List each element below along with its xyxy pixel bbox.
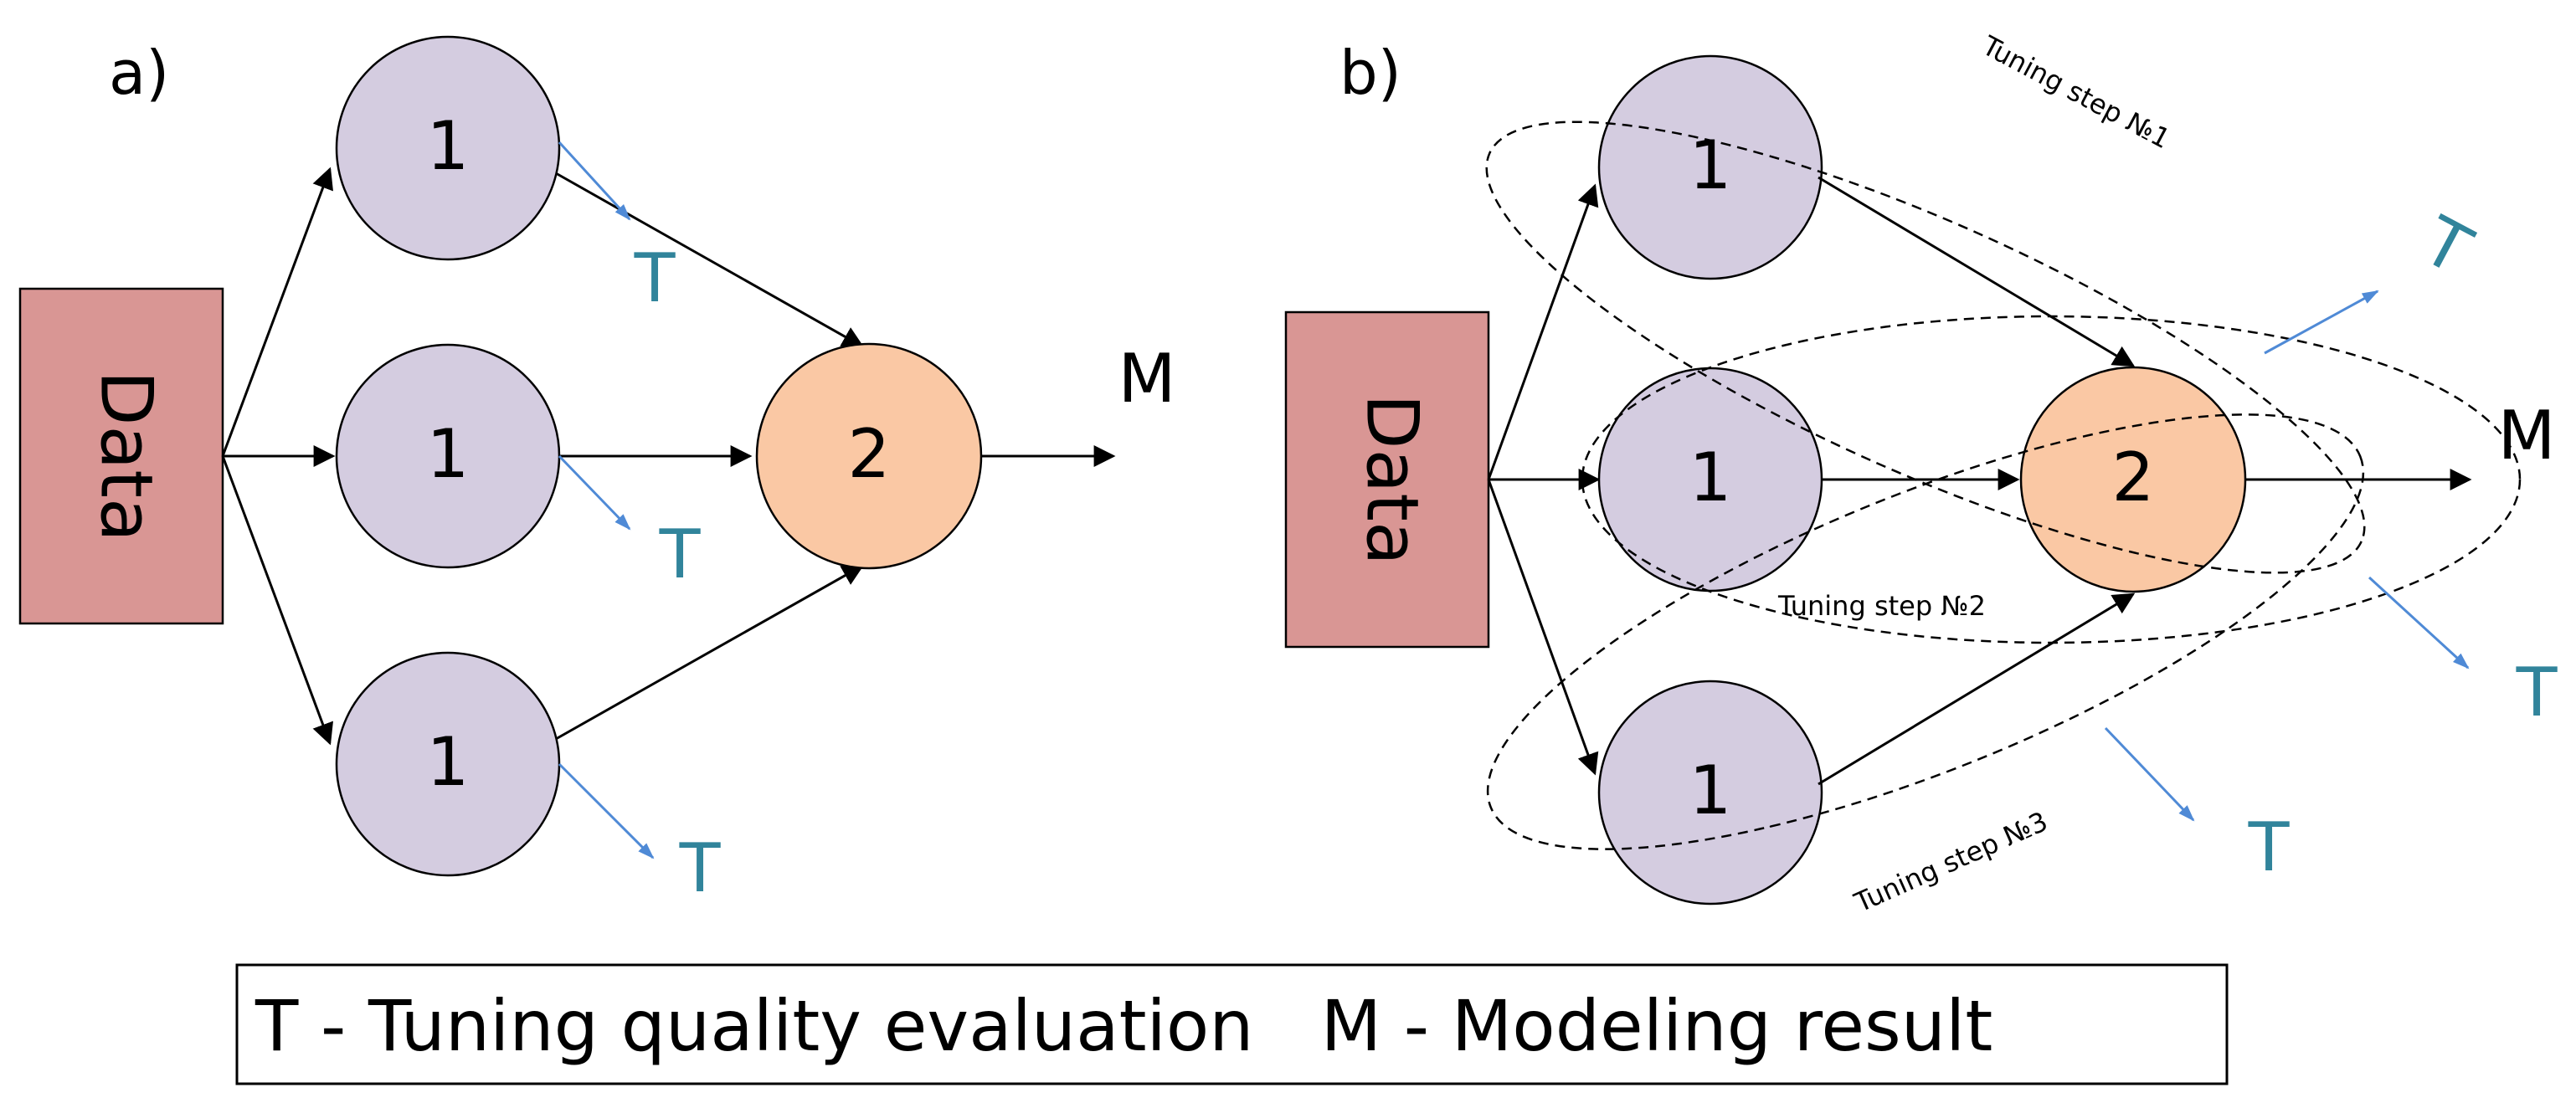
panel-a-tuning-arrow-bot: [558, 762, 655, 859]
panel-b-t-label-step-3: T: [2248, 808, 2291, 886]
panel-b-model-2-label: 2: [2112, 439, 2155, 516]
legend-text: T - Tuning quality evaluation M - Modeli…: [255, 985, 1992, 1067]
panel-a-model-2-label: 2: [848, 415, 891, 493]
legend: T - Tuning quality evaluation M - Modeli…: [235, 963, 2229, 1085]
panel-b-model-1-top-label: 1: [1689, 126, 1732, 204]
panel-a-t-label-bot: T: [679, 829, 722, 907]
panel-a-data-label: Data: [85, 370, 168, 541]
panel-b-edge-model-bot-to-model-2: [1818, 593, 2136, 786]
panel-b-tuning-arrow-step-3: [2104, 726, 2195, 822]
panel-b-m-label: M: [2497, 397, 2555, 475]
panel-a-tuning-arrow-mid: [558, 454, 631, 531]
tuning-step-3-ellipse: [1486, 413, 2365, 850]
panel-a-edge-data-to-model-bot: [221, 455, 333, 746]
tuning-step-2-label: Tuning step №2: [1777, 590, 1986, 622]
panel-b-tuning-arrow-step-1: [2264, 290, 2379, 355]
panel-a-edge-model-top-to-model-2: [555, 172, 865, 348]
panel-b: b) Data 1 1 1 2 M Tuning step №1 Tuning …: [1284, 29, 2558, 919]
panel-b-t-label-step-2: T: [2516, 654, 2558, 731]
panel-a-tuning-arrow-top: [558, 141, 631, 221]
panel-a: a) Data 1 1 1 2 M T T T: [18, 35, 1176, 907]
panel-b-data-box: [1284, 310, 1490, 649]
panel-a-t-label-mid: T: [659, 516, 702, 593]
panel-b-edge-model-top-to-model-2: [1818, 176, 2136, 367]
panel-a-model-1-mid-label: 1: [427, 415, 470, 493]
panel-b-model-1-mid-label: 1: [1689, 439, 1732, 516]
panel-a-m-label: M: [1118, 340, 1175, 418]
panel-a-label: a): [109, 38, 169, 108]
panel-b-label: b): [1339, 38, 1401, 108]
panel-b-tuning-arrow-step-2: [2368, 576, 2470, 669]
tuning-step-1-ellipse: [1485, 121, 2366, 574]
panel-a-data-box: [18, 287, 224, 625]
panel-a-model-1-bot-label: 1: [427, 723, 470, 801]
panel-a-model-1-top: [335, 35, 561, 261]
panel-b-data-label: Data: [1350, 393, 1434, 565]
tuning-step-2-ellipse: [1581, 315, 2522, 644]
tuning-step-1-label: Tuning step №1: [1977, 29, 2176, 155]
panel-b-model-1-top: [1597, 54, 1823, 280]
panel-b-edge-data-to-model-top: [1487, 183, 1599, 480]
panel-b-model-1-bot: [1597, 680, 1823, 905]
panel-a-model-1-top-label: 1: [427, 107, 470, 185]
tuning-step-3-label: Tuning step №3: [1849, 805, 2053, 919]
panel-b-edge-data-to-model-bot: [1487, 479, 1599, 776]
panel-a-t-label-top: T: [634, 239, 676, 317]
panel-b-t-label-step-1: T: [2410, 202, 2485, 290]
legend-box: [235, 963, 2229, 1085]
panel-a-edge-data-to-model-top: [221, 167, 333, 457]
panel-a-edge-model-bot-to-model-2: [555, 564, 865, 741]
panel-b-model-1-bot-label: 1: [1689, 752, 1732, 829]
